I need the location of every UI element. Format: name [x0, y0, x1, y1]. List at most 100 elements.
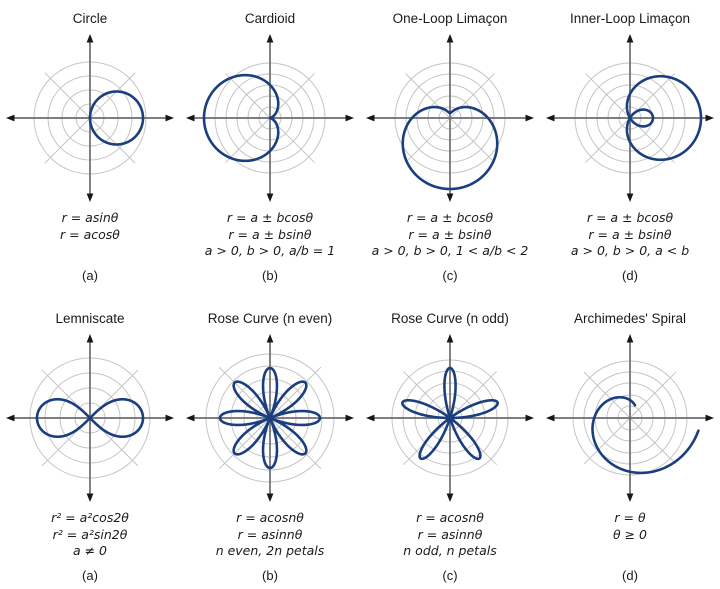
axis-arrow-icon [266, 193, 274, 202]
axis-arrow-icon [626, 493, 634, 502]
axis-arrow-icon [345, 414, 354, 422]
axis-arrow-icon [446, 193, 454, 202]
axis-arrow-icon [446, 493, 454, 502]
equation: n even, 2n petals [215, 543, 325, 558]
axis-arrow-icon [705, 414, 714, 422]
equation: a > 0, b > 0, a/b = 1 [204, 243, 336, 258]
panel-rose-curve-n-odd: Rose Curve (n odd) r = acosnθ r = asinnθ… [360, 302, 540, 584]
axis-arrow-icon [546, 414, 555, 422]
polar-plot-rose-odd [366, 334, 534, 502]
polar-plot-circle [6, 34, 174, 202]
equation: r = θ [614, 510, 646, 525]
axis-arrow-icon [165, 414, 174, 422]
equation: n odd, n petals [403, 543, 497, 558]
axis-arrow-icon [6, 114, 15, 122]
panel-title: Cardioid [244, 11, 296, 26]
equation: r² = a²cos2θ [51, 510, 129, 525]
panel-title: Circle [72, 11, 108, 26]
equation: r = asinnθ [237, 526, 303, 542]
curve-path [401, 366, 499, 461]
panel-label: (b) [262, 568, 278, 583]
panel-inner-loop-limacon: Inner-Loop Limaçon r = a ± bcosθ r = a ±… [540, 2, 720, 284]
equation: r = a ± bsinθ [408, 226, 492, 242]
curve-path [401, 105, 499, 191]
panel-circle: Circle r = asinθ r = acosθ (a) [0, 2, 180, 284]
panel-label: (c) [442, 568, 458, 583]
axis-arrow-icon [705, 114, 714, 122]
equation-list: r = acosnθ r = asinnθ n even, 2n petals [216, 510, 325, 562]
curve-path [625, 74, 703, 162]
equation: r² = a²sin2θ [52, 526, 128, 542]
equation: r = acosθ [60, 226, 120, 242]
axis-arrow-icon [186, 114, 195, 122]
axis-arrow-icon [366, 414, 375, 422]
panel-title: Rose Curve (n even) [207, 311, 333, 326]
panel-rose-curve-n-even: Rose Curve (n even) r = acosnθ r = asinn… [180, 302, 360, 584]
polar-plot-lemniscate [6, 334, 174, 502]
equation: r = asinθ [61, 210, 119, 225]
panel-title: Rose Curve (n odd) [391, 311, 509, 326]
axis-arrow-icon [266, 493, 274, 502]
equation-list: r = a ± bcosθ r = a ± bsinθ a > 0, b > 0… [372, 210, 529, 262]
equation-list: r = asinθ r = acosθ [60, 210, 120, 262]
axis-arrow-icon [626, 34, 634, 43]
polar-plot-rose-even [186, 334, 354, 502]
axis-arrow-icon [345, 114, 354, 122]
panel-title: Inner-Loop Limaçon [569, 11, 691, 26]
axis-arrow-icon [186, 414, 195, 422]
panel-label: (a) [82, 568, 98, 583]
curve-path [202, 73, 280, 163]
axis-arrow-icon [266, 34, 274, 43]
equation-list: r = a ± bcosθ r = a ± bsinθ a > 0, b > 0… [571, 210, 689, 262]
polar-plot-inner-loop-limacon [546, 34, 714, 202]
equation: r = asinnθ [417, 526, 483, 542]
equation: r = a ± bsinθ [228, 226, 312, 242]
axes [546, 334, 714, 502]
panel-label: (d) [622, 568, 638, 583]
polar-plot-archimedes-spiral [546, 334, 714, 502]
axis-arrow-icon [86, 193, 94, 202]
polar-plot-cardioid [186, 34, 354, 202]
panel-cardioid: Cardioid r = a ± bcosθ r = a ± bsinθ a >… [180, 2, 360, 284]
axis-arrow-icon [86, 34, 94, 43]
panel-lemniscate: Lemniscate r² = a²cos2θ r² = a²sin2θ a ≠… [0, 302, 180, 584]
axis-arrow-icon [546, 114, 555, 122]
equation: r = a ± bcosθ [226, 210, 314, 225]
equation: r = a ± bcosθ [406, 210, 494, 225]
axis-arrow-icon [525, 114, 534, 122]
panel-label: (c) [442, 268, 458, 283]
equation: a > 0, b > 0, a < b [570, 243, 690, 258]
equation-list: r = θ θ ≥ 0 [613, 510, 647, 562]
panel-one-loop-limacon: One-Loop Limaçon r = a ± bcosθ r = a ± b… [360, 2, 540, 284]
axis-arrow-icon [266, 334, 274, 343]
axis-arrow-icon [6, 414, 15, 422]
equation: r = acosnθ [416, 510, 484, 525]
panel-label: (a) [82, 268, 98, 283]
equation-list: r² = a²cos2θ r² = a²sin2θ a ≠ 0 [51, 510, 129, 562]
equation-list: r = acosnθ r = asinnθ n odd, n petals [403, 510, 496, 562]
polar-plot-one-loop-limacon [366, 34, 534, 202]
equation: a > 0, b > 0, 1 < a/b < 2 [371, 243, 529, 258]
equation-list: r = a ± bcosθ r = a ± bsinθ a > 0, b > 0… [205, 210, 335, 262]
curve-path [218, 366, 322, 470]
equation: θ ≥ 0 [612, 526, 648, 542]
panel-archimedes-spiral: Archimedes' Spiral r = θ θ ≥ 0 (d) [540, 302, 720, 584]
panel-label: (d) [622, 268, 638, 283]
panel-title: Archimedes' Spiral [573, 311, 687, 326]
axis-arrow-icon [86, 334, 94, 343]
curve-path [35, 397, 145, 439]
equation: a ≠ 0 [72, 543, 108, 558]
panel-title: One-Loop Limaçon [392, 11, 508, 26]
curve-path [591, 395, 700, 475]
axis-arrow-icon [366, 114, 375, 122]
axis-arrow-icon [446, 334, 454, 343]
panel-label: (b) [262, 268, 278, 283]
panel-title: Lemniscate [55, 311, 125, 326]
axis-arrow-icon [525, 414, 534, 422]
axes [366, 34, 534, 202]
equation: r = acosnθ [236, 510, 304, 525]
axis-arrow-icon [165, 114, 174, 122]
axis-arrow-icon [446, 34, 454, 43]
equation: r = a ± bcosθ [586, 210, 674, 225]
